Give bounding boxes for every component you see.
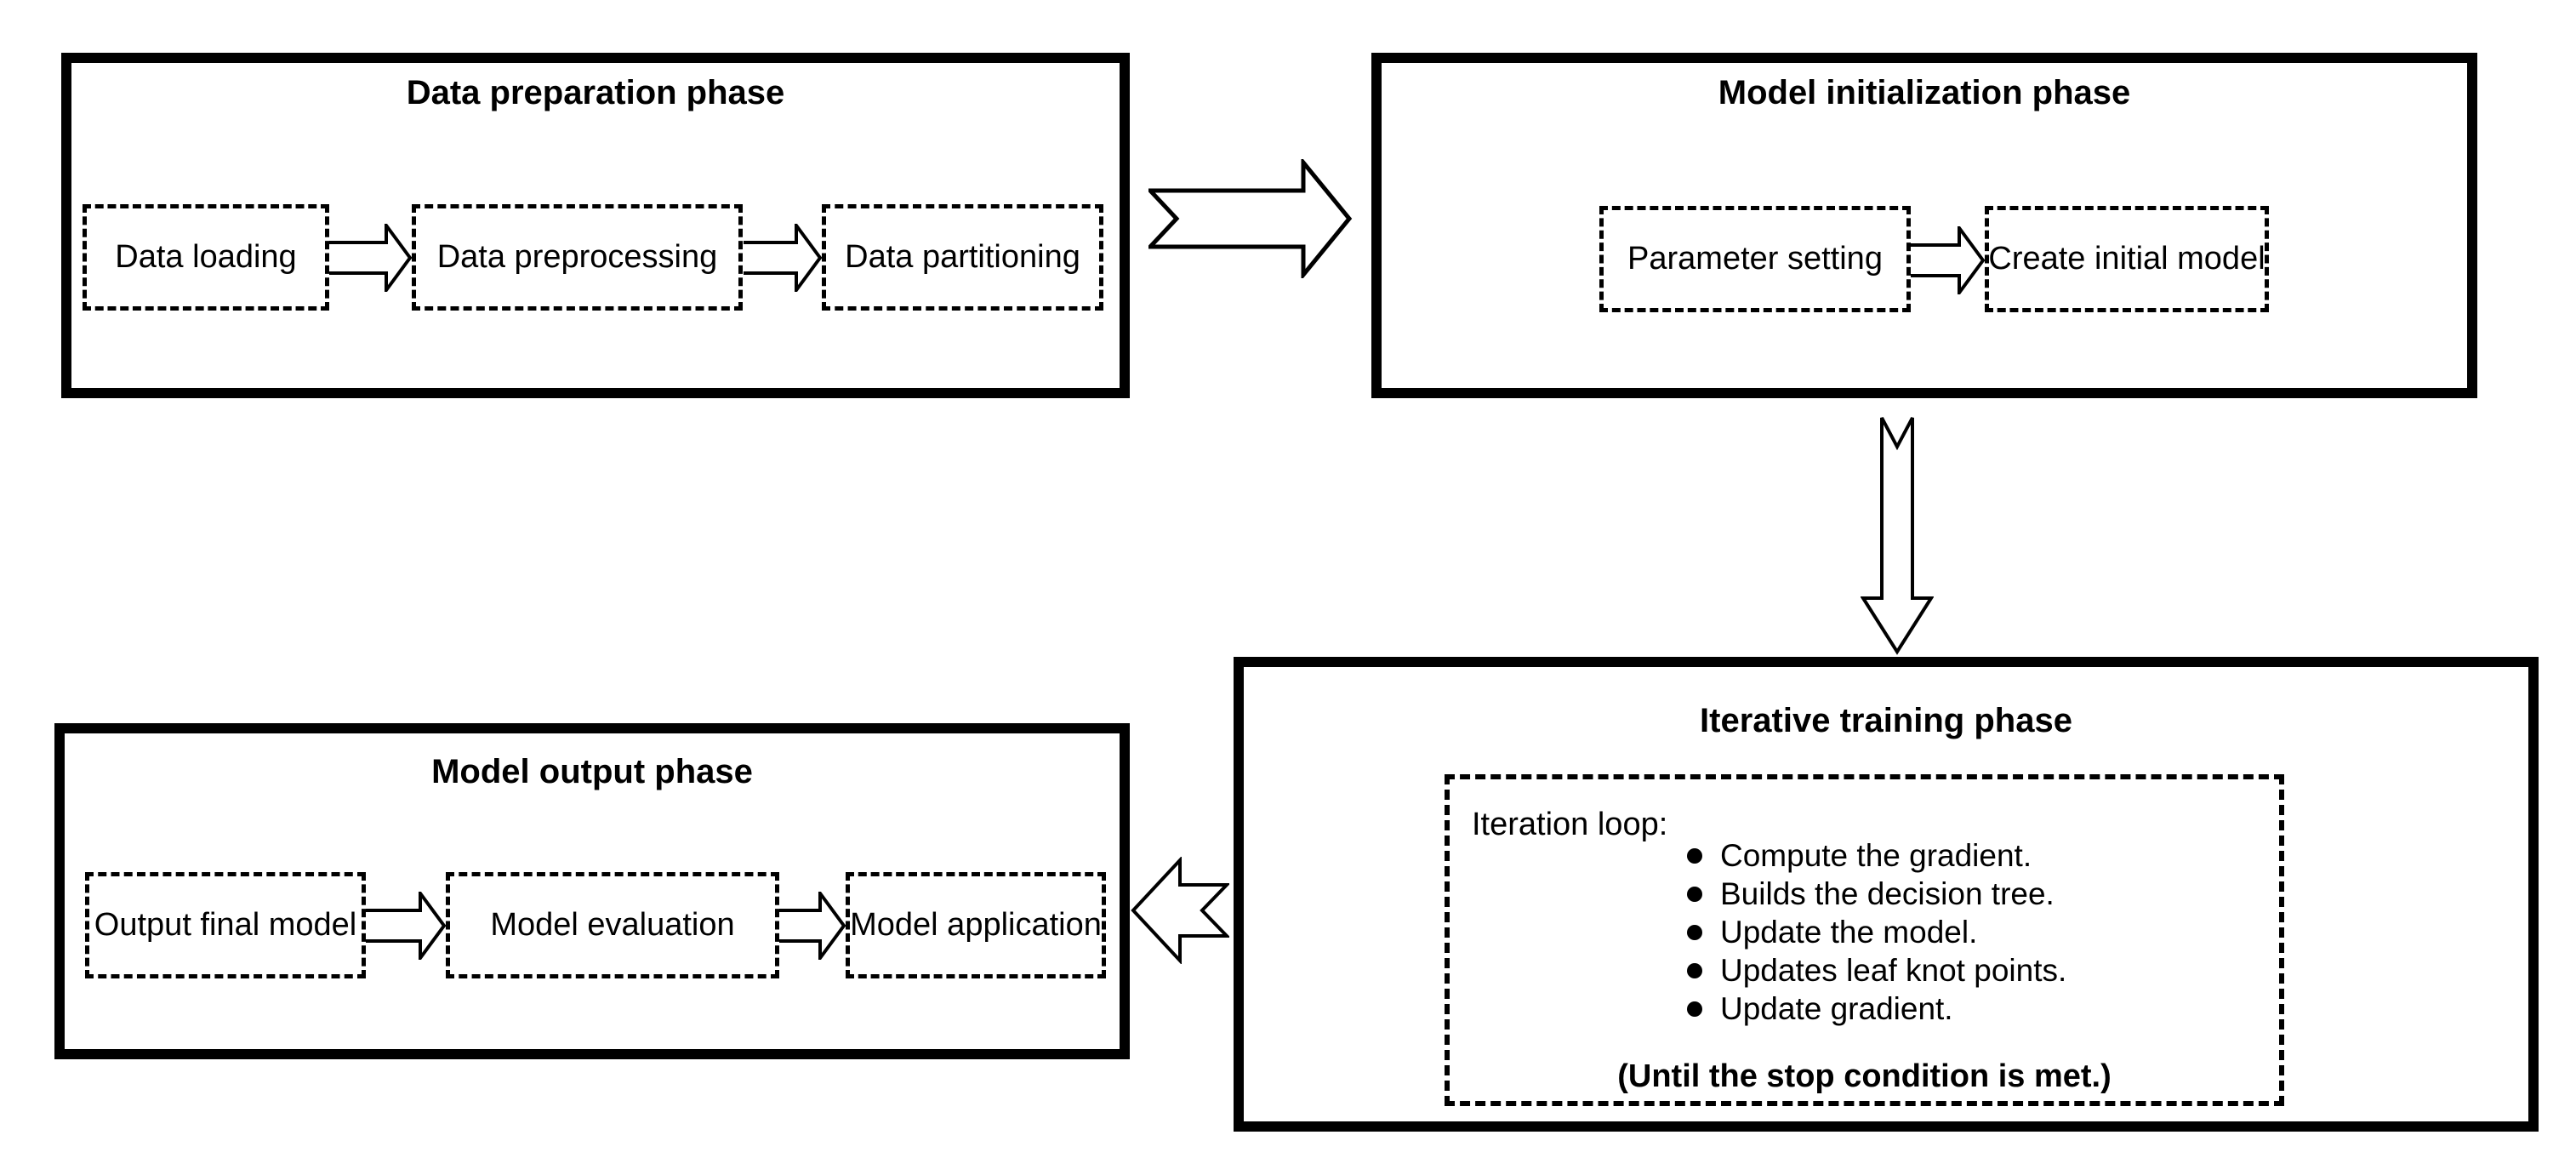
phase-flow-arrow-down-icon [1861, 417, 1934, 655]
step-data-partitioning: Data partitioning [822, 204, 1103, 311]
step-arrow-icon [366, 892, 446, 960]
step-arrow-icon [329, 224, 412, 292]
step-label: Data partitioning [845, 239, 1080, 275]
bullet-dot-icon [1687, 1001, 1702, 1017]
phase-box-model-initialization [1371, 53, 2477, 398]
bullet-dot-icon [1687, 962, 1702, 978]
phase-title-data-preparation: Data preparation phase [406, 74, 785, 111]
bullet-dot-icon [1687, 924, 1702, 940]
iteration-loop-list: Compute the gradient. Builds the decisio… [1687, 836, 2066, 1028]
step-label: Output final model [94, 907, 357, 943]
loop-step-label: Updates leaf knot points. [1720, 952, 2067, 988]
phase-flow-arrow-right-icon [1148, 159, 1353, 278]
phase-flow-arrow-left-icon [1131, 857, 1229, 964]
step-model-application: Model application [846, 872, 1106, 978]
phase-title-model-output: Model output phase [431, 753, 753, 790]
iteration-loop-item: Compute the gradient. [1687, 836, 2066, 875]
phase-title-iterative-training: Iterative training phase [1700, 702, 2072, 739]
loop-step-label: Update the model. [1720, 914, 1978, 950]
step-arrow-icon [779, 892, 846, 960]
stop-condition-note: (Until the stop condition is met.) [1617, 1058, 2112, 1094]
step-output-final-model: Output final model [85, 872, 366, 978]
step-label: Model application [850, 907, 1102, 943]
iteration-loop-box [1445, 774, 2284, 1106]
iteration-loop-item: Updates leaf knot points. [1687, 951, 2066, 990]
step-parameter-setting: Parameter setting [1599, 206, 1911, 312]
loop-step-label: Builds the decision tree. [1720, 876, 2055, 911]
loop-step-label: Compute the gradient. [1720, 837, 2032, 873]
step-label: Data loading [115, 239, 297, 275]
step-label: Parameter setting [1627, 241, 1883, 277]
step-create-initial-model: Create initial model [1985, 206, 2269, 312]
step-model-evaluation: Model evaluation [446, 872, 779, 978]
step-label: Model evaluation [490, 907, 735, 943]
step-data-loading: Data loading [83, 204, 329, 311]
iteration-loop-item: Builds the decision tree. [1687, 875, 2066, 913]
loop-step-label: Update gradient. [1720, 990, 1953, 1026]
step-data-preprocessing: Data preprocessing [412, 204, 743, 311]
step-label: Data preprocessing [436, 239, 718, 275]
phase-title-model-initialization: Model initialization phase [1718, 74, 2131, 111]
bullet-dot-icon [1687, 847, 1702, 864]
iteration-loop-label: Iteration loop: [1472, 807, 1668, 842]
iteration-loop-item: Update the model. [1687, 913, 2066, 951]
bullet-dot-icon [1687, 886, 1702, 902]
iteration-loop-item: Update gradient. [1687, 990, 2066, 1028]
step-arrow-icon [744, 224, 822, 292]
step-label: Create initial model [1988, 241, 2265, 277]
step-arrow-icon [1911, 226, 1985, 294]
